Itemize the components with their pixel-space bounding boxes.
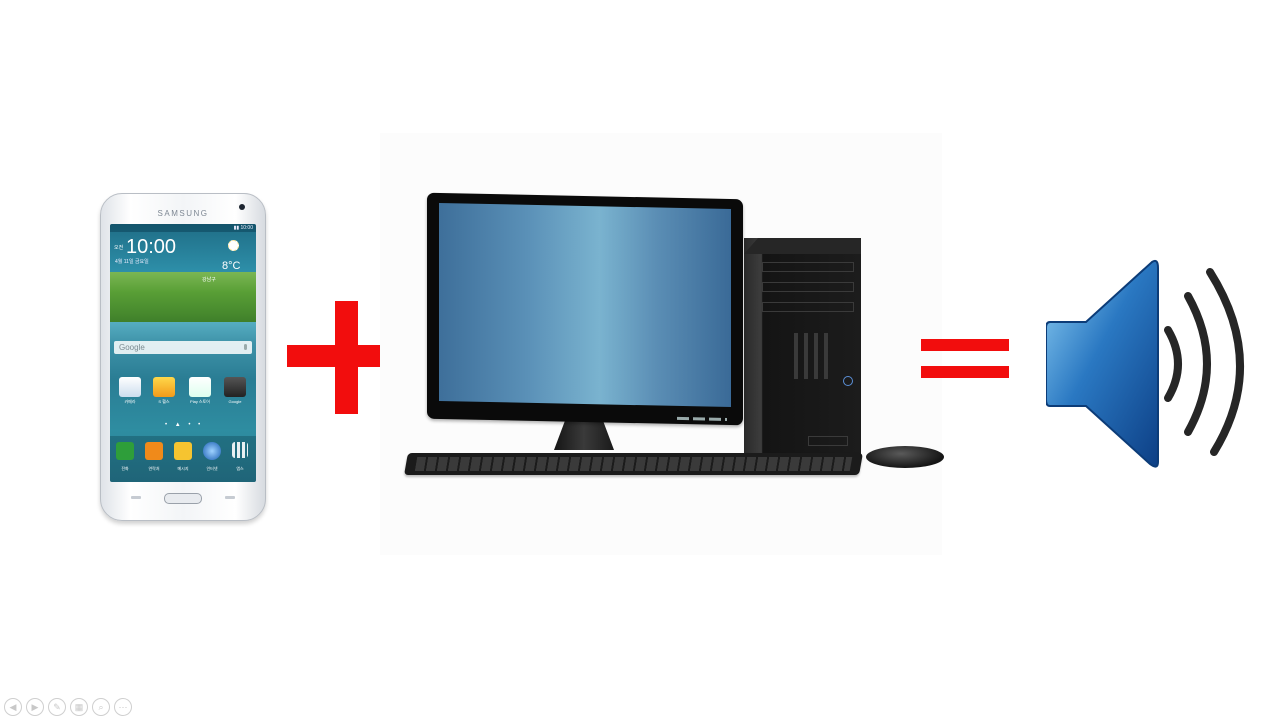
mouse — [866, 446, 944, 468]
sound-wave-small — [1164, 326, 1182, 402]
sound-wave-medium — [1184, 292, 1211, 436]
dock-label: 연락처 — [148, 466, 160, 471]
monitor — [427, 192, 743, 426]
monitor-buttons — [677, 416, 727, 421]
equals-bottom-bar — [921, 366, 1009, 378]
slides-icon[interactable]: ▦ — [70, 698, 88, 716]
recent-key — [131, 496, 141, 499]
plus-sign — [287, 301, 408, 414]
phone-brand: SAMSUNG — [157, 209, 209, 218]
speaker-cone — [1046, 259, 1159, 468]
pc-tower-top — [744, 238, 861, 254]
phone-dock: 전화 연락처 메시지 인터넷 앱스 — [110, 436, 256, 482]
drive-bay — [762, 282, 854, 292]
power-button-icon — [843, 376, 853, 386]
page-indicator: • ▲ • • — [165, 422, 204, 428]
phone-screen: ▮▮ 10:00 오전 10:00 4월 11일 금요일 8°C 강남구 Goo… — [110, 224, 256, 482]
smartphone-icon: SAMSUNG ▮▮ 10:00 오전 10:00 4월 11일 금요일 8°C… — [100, 193, 266, 523]
phone-body: SAMSUNG ▮▮ 10:00 오전 10:00 4월 11일 금요일 8°C… — [100, 193, 266, 521]
phone-location: 강남구 — [202, 277, 216, 283]
tower-vent — [804, 333, 808, 379]
app-label: S 헬스 — [158, 399, 170, 404]
tower-vent — [814, 333, 818, 379]
dock-label: 전화 — [121, 466, 129, 471]
keyboard-keys — [414, 457, 853, 471]
front-camera — [239, 204, 245, 210]
pc-tower — [744, 238, 861, 456]
camera-app-icon — [119, 377, 141, 397]
phone-clock: 10:00 — [126, 236, 177, 258]
app-label: 카메라 — [124, 399, 136, 404]
health-app-icon — [153, 377, 175, 397]
google-search-bar: Google — [114, 341, 252, 354]
tower-port — [808, 436, 848, 446]
dock-label: 메시지 — [177, 466, 189, 471]
plus-vertical-bar — [335, 301, 358, 414]
phone-date: 4월 11일 금요일 — [115, 259, 149, 265]
monitor-stand — [554, 418, 614, 450]
phone-app-icon — [116, 442, 134, 460]
internet-app-icon — [203, 442, 221, 460]
drive-bay — [762, 302, 854, 312]
tower-vent — [824, 333, 828, 379]
more-icon[interactable]: ⋯ — [114, 698, 132, 716]
next-icon[interactable]: ▶ — [26, 698, 44, 716]
apps-grid-icon — [232, 442, 248, 458]
drive-bay — [762, 262, 854, 272]
home-button — [164, 493, 202, 504]
clock-prefix: 오전 — [114, 245, 124, 251]
messages-app-icon — [174, 442, 192, 460]
sound-wave-large — [1206, 268, 1245, 456]
play-store-icon — [189, 377, 211, 397]
mic-icon — [244, 344, 247, 350]
slideshow-toolbar: ◀ ▶ ✎ ▦ ⌕ ⋯ — [4, 698, 132, 716]
app-label: Google — [228, 399, 242, 404]
pen-icon[interactable]: ✎ — [48, 698, 66, 716]
google-search-label: Google — [119, 343, 145, 352]
app-label: Play 스토어 — [190, 399, 210, 404]
contacts-app-icon — [145, 442, 163, 460]
dock-label: 앱스 — [236, 466, 244, 471]
google-folder-icon — [224, 377, 246, 397]
tower-vent — [794, 333, 798, 379]
previous-icon[interactable]: ◀ — [4, 698, 22, 716]
dock-label: 인터넷 — [206, 466, 218, 471]
zoom-icon[interactable]: ⌕ — [92, 698, 110, 716]
phone-temperature: 8°C — [222, 260, 241, 272]
speaker-volume-icon — [1046, 259, 1245, 468]
keyboard — [404, 453, 863, 475]
monitor-screen — [439, 202, 731, 408]
wallpaper-field — [110, 272, 256, 322]
status-bar: ▮▮ 10:00 — [110, 224, 256, 232]
sun-icon — [228, 240, 239, 251]
equals-top-bar — [921, 339, 1009, 351]
equals-sign — [921, 339, 1009, 378]
back-key — [225, 496, 235, 499]
